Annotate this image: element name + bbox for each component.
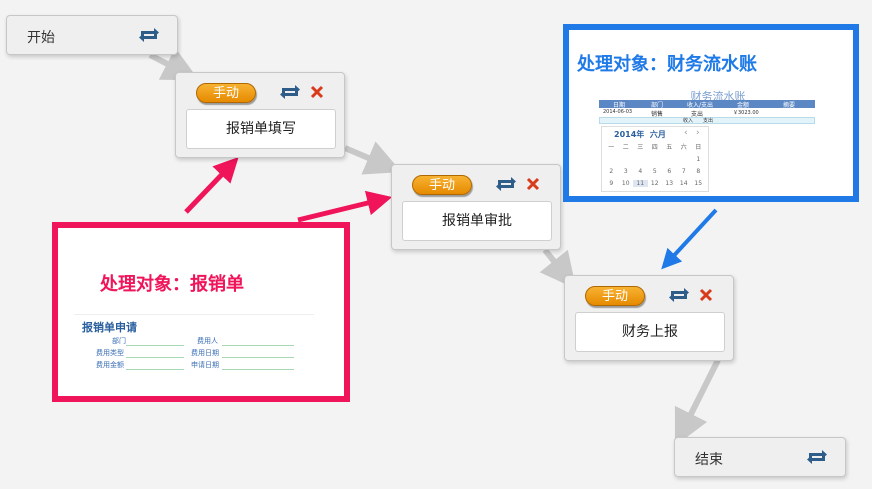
calendar-day[interactable] bbox=[619, 156, 634, 163]
ledger-cell: 支出 bbox=[691, 111, 704, 118]
ledger-column: 摘要 bbox=[783, 102, 796, 109]
weekday: 二 bbox=[622, 144, 629, 151]
ledger-edit-row bbox=[599, 117, 815, 124]
calendar-day[interactable]: 9 bbox=[609, 180, 614, 187]
ledger-thumbnail: 财务流水账 日期 部门 收入/支出 金额 摘要 2014-06-03 销售 支出… bbox=[595, 86, 841, 192]
field-label: 费用人 bbox=[197, 337, 218, 345]
calendar-day[interactable] bbox=[648, 156, 663, 163]
weekday: 日 bbox=[695, 144, 702, 151]
loop-icon[interactable] bbox=[137, 25, 161, 45]
form-title: 报销单申请 bbox=[82, 321, 137, 334]
field-label: 费用类型 bbox=[96, 349, 124, 357]
loop-icon[interactable] bbox=[667, 285, 691, 305]
field-label: 费用金额 bbox=[96, 361, 124, 369]
calendar-day-selected[interactable]: 11 bbox=[633, 180, 648, 187]
close-icon[interactable] bbox=[310, 85, 324, 99]
task-node-report[interactable]: 手动 财务上报 bbox=[564, 275, 734, 361]
ledger-column: 收入/支出 bbox=[687, 102, 714, 109]
field-label: 部门 bbox=[112, 337, 126, 345]
callout-expense-form: 处理对象：报销单 报销单申请 部门 费用类型 费用金额 费用人 费用日期 申请日… bbox=[52, 222, 350, 402]
calendar-popup: 2014年 六月 ‹ › 一 二 三 四 五 六 日 bbox=[601, 126, 709, 192]
manual-badge: 手动 bbox=[585, 286, 645, 306]
calendar-day[interactable] bbox=[662, 156, 677, 163]
calendar-day[interactable]: 14 bbox=[679, 180, 688, 187]
close-icon[interactable] bbox=[699, 288, 713, 302]
calendar-day[interactable]: 3 bbox=[623, 168, 628, 175]
expense-form-thumbnail: 报销单申请 部门 费用类型 费用金额 费用人 费用日期 申请日期 bbox=[74, 314, 314, 371]
calendar-day[interactable]: 4 bbox=[638, 168, 643, 175]
field-line bbox=[222, 345, 294, 346]
radio-option: 收入 bbox=[683, 118, 694, 124]
calendar-day[interactable]: 6 bbox=[667, 168, 672, 175]
loop-icon[interactable] bbox=[278, 82, 302, 102]
connector-start-fill bbox=[148, 47, 200, 81]
ledger-title: 财务流水账 bbox=[690, 90, 746, 103]
calendar-header: 2014年 六月 bbox=[614, 130, 666, 139]
calendar-day[interactable]: 2 bbox=[609, 168, 614, 175]
callout-ledger: 处理对象：财务流水账 财务流水账 日期 部门 收入/支出 金额 摘要 2014-… bbox=[563, 24, 859, 202]
weekday: 六 bbox=[680, 144, 687, 151]
connector-approve-report bbox=[539, 248, 577, 290]
field-line bbox=[222, 369, 294, 370]
start-node[interactable]: 开始 bbox=[6, 15, 178, 55]
calendar-day[interactable]: 12 bbox=[650, 180, 659, 187]
calendar-grid: 一 二 三 四 五 六 日 1 2 bbox=[604, 142, 706, 187]
end-label: 结束 bbox=[695, 452, 723, 468]
weekday: 五 bbox=[666, 144, 673, 151]
weekday: 三 bbox=[637, 144, 644, 151]
calendar-day[interactable] bbox=[604, 156, 619, 163]
ledger-column: 部门 bbox=[651, 102, 664, 109]
field-label: 申请日期 bbox=[191, 361, 219, 369]
calendar-day[interactable]: 13 bbox=[665, 180, 674, 187]
weekday: 一 bbox=[608, 144, 615, 151]
calendar-day[interactable]: 15 bbox=[694, 180, 703, 187]
field-line bbox=[222, 357, 294, 358]
end-node[interactable]: 结束 bbox=[674, 437, 846, 477]
task-node-fill[interactable]: 手动 报销单填写 bbox=[175, 72, 345, 158]
loop-icon[interactable] bbox=[494, 174, 518, 194]
calendar-day[interactable]: 8 bbox=[696, 168, 701, 175]
chevron-right-icon[interactable]: › bbox=[696, 128, 700, 138]
weekday: 四 bbox=[651, 144, 658, 151]
calendar-day[interactable] bbox=[633, 156, 648, 163]
chevron-left-icon[interactable]: ‹ bbox=[684, 128, 688, 138]
callout-title: 处理对象：财务流水账 bbox=[577, 54, 757, 75]
field-line bbox=[126, 369, 184, 370]
callout-title: 处理对象：报销单 bbox=[100, 274, 244, 295]
task-label-approve: 报销单审批 bbox=[402, 201, 552, 241]
blue-arrow-to-report bbox=[661, 208, 718, 270]
pink-arrow-to-fill bbox=[184, 156, 239, 214]
start-label: 开始 bbox=[27, 30, 55, 46]
ledger-cell: 销售 bbox=[651, 111, 664, 118]
calendar-day[interactable] bbox=[677, 156, 692, 163]
calendar-day[interactable]: 10 bbox=[621, 180, 630, 187]
task-label-report: 财务上报 bbox=[575, 312, 725, 352]
manual-badge: 手动 bbox=[412, 175, 472, 195]
ledger-column: 金额 bbox=[737, 102, 750, 109]
connector-report-end bbox=[674, 358, 721, 447]
radio-option: 支出 bbox=[703, 118, 714, 124]
calendar-day[interactable]: 7 bbox=[681, 168, 686, 175]
field-line bbox=[126, 345, 184, 346]
calendar-day[interactable]: 5 bbox=[652, 168, 657, 175]
close-icon[interactable] bbox=[526, 177, 540, 191]
field-line bbox=[126, 357, 184, 358]
calendar-day[interactable]: 1 bbox=[696, 156, 701, 163]
pink-arrow-to-approve bbox=[297, 190, 393, 223]
loop-icon[interactable] bbox=[805, 447, 829, 467]
connector-fill-approve bbox=[343, 141, 402, 175]
ledger-header-row bbox=[599, 100, 815, 108]
manual-badge: 手动 bbox=[196, 83, 256, 103]
ledger-column: 日期 bbox=[613, 102, 626, 109]
ledger-cell: ￥3023.00 bbox=[733, 110, 759, 116]
field-label: 费用日期 bbox=[191, 349, 219, 357]
task-node-approve[interactable]: 手动 报销单审批 bbox=[391, 164, 561, 250]
ledger-cell: 2014-06-03 bbox=[603, 109, 633, 115]
task-label-fill: 报销单填写 bbox=[186, 109, 336, 149]
